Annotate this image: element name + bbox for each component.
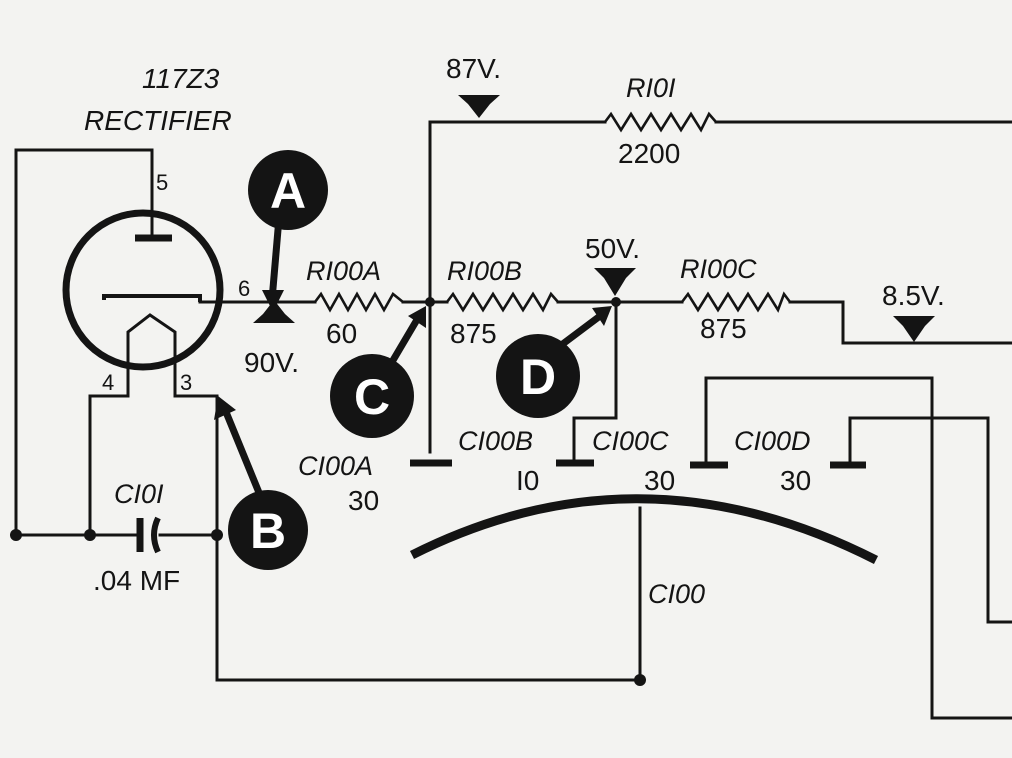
callout-b-arrowhead bbox=[214, 396, 236, 420]
c100-ref-label: CI00 bbox=[648, 579, 705, 609]
voltage-87v-label: 87V. bbox=[446, 53, 501, 84]
c100c-value-label: 30 bbox=[644, 465, 675, 496]
callout-b-letter: B bbox=[250, 503, 286, 559]
callout-a-letter: A bbox=[270, 163, 306, 219]
c100-common-plate bbox=[409, 494, 879, 565]
test-point-90v-marker bbox=[253, 300, 295, 323]
wire-c100b bbox=[572, 300, 618, 464]
r101-value-label: 2200 bbox=[618, 138, 680, 169]
pin-label-5: 5 bbox=[156, 170, 168, 195]
voltage-85v-label: 8.5V. bbox=[882, 280, 945, 311]
resistor-r101: RI0I 2200 bbox=[603, 73, 717, 169]
test-point-85v-marker bbox=[893, 316, 935, 342]
callout-d-disc bbox=[496, 334, 580, 418]
resistor-r100b: RI00B 875 bbox=[445, 256, 559, 349]
c100c-ref-label: CI00C bbox=[592, 426, 669, 456]
callout-d-pointer bbox=[557, 313, 603, 349]
r100a-ref-label: RI00A bbox=[306, 256, 381, 286]
junction-dot bbox=[211, 529, 223, 541]
wire-pin5-return bbox=[14, 148, 154, 537]
wire-pin3 bbox=[173, 338, 642, 682]
wire-c100d bbox=[848, 416, 1012, 624]
resistor-r100c: RI00C 875 bbox=[680, 254, 792, 344]
tube-cathode bbox=[102, 294, 202, 302]
rectifier-tube: 117Z3 RECTIFIER 5 6 4 3 bbox=[62, 63, 250, 395]
r100b-zigzag bbox=[445, 291, 559, 313]
junction-dot bbox=[425, 297, 435, 307]
wire-c100c bbox=[704, 376, 1012, 720]
voltage-90v-label: 90V. bbox=[244, 347, 299, 378]
tube-heater bbox=[126, 313, 177, 340]
callouts: A B C D bbox=[214, 150, 612, 570]
c101-ref-label: CI0I bbox=[114, 479, 164, 509]
r101-zigzag bbox=[603, 111, 717, 133]
callout-a-pointer bbox=[268, 217, 283, 301]
pin-label-4: 4 bbox=[102, 370, 114, 395]
tube-type-label: 117Z3 bbox=[142, 63, 220, 94]
voltage-markers: 87V. 90V. 50V. 8.5V. bbox=[244, 53, 945, 378]
callout-c-letter: C bbox=[354, 369, 390, 425]
capacitor-c100: CI00A 30 CI00B I0 CI00C 30 CI00D 30 CI00 bbox=[298, 426, 879, 609]
r100c-value-label: 875 bbox=[700, 313, 747, 344]
resistor-r100a: RI00A 60 bbox=[306, 256, 404, 349]
callout-b-disc bbox=[228, 490, 308, 570]
callout-c-disc bbox=[330, 354, 414, 438]
pin-label-6: 6 bbox=[238, 276, 250, 301]
c100b-ref-label: CI00B bbox=[458, 426, 533, 456]
callout-c-arrowhead bbox=[408, 306, 426, 328]
callout-a-arrowhead bbox=[262, 290, 284, 312]
r100c-zigzag bbox=[680, 291, 792, 313]
wiring bbox=[14, 120, 1012, 720]
callout-b-pointer bbox=[222, 410, 266, 502]
callout-d-letter: D bbox=[520, 349, 556, 405]
callout-a-disc bbox=[248, 150, 328, 230]
test-point-50v-marker bbox=[594, 268, 636, 296]
c100b-value-label: I0 bbox=[516, 465, 539, 496]
pin-label-3: 3 bbox=[180, 370, 192, 395]
junctions bbox=[10, 297, 646, 686]
r100b-value-label: 875 bbox=[450, 318, 497, 349]
junction-dot bbox=[611, 297, 621, 307]
wire-87v-rail bbox=[428, 120, 607, 304]
c100a-value-label: 30 bbox=[348, 485, 379, 516]
c101-plate-right bbox=[151, 516, 161, 554]
c100d-ref-label: CI00D bbox=[734, 426, 811, 456]
r100a-value-label: 60 bbox=[326, 318, 357, 349]
callout-d-arrowhead bbox=[592, 306, 612, 326]
r100a-zigzag bbox=[313, 291, 404, 313]
c100a-ref-label: CI00A bbox=[298, 451, 373, 481]
tube-function-label: RECTIFIER bbox=[84, 105, 232, 136]
tube-envelope bbox=[62, 209, 224, 371]
test-point-87v-marker bbox=[458, 95, 500, 118]
r100c-ref-label: RI00C bbox=[680, 254, 757, 284]
r101-ref-label: RI0I bbox=[626, 73, 676, 103]
c100d-value-label: 30 bbox=[780, 465, 811, 496]
wire-r100c-out bbox=[788, 300, 1012, 345]
callout-c-pointer bbox=[388, 316, 422, 364]
r100b-ref-label: RI00B bbox=[447, 256, 522, 286]
junction-dot bbox=[634, 674, 646, 686]
junction-dot bbox=[10, 529, 22, 541]
capacitor-c101: CI0I .04 MF bbox=[93, 479, 180, 596]
voltage-50v-label: 50V. bbox=[585, 233, 640, 264]
c101-value-label: .04 MF bbox=[93, 565, 180, 596]
junction-dot bbox=[84, 529, 96, 541]
